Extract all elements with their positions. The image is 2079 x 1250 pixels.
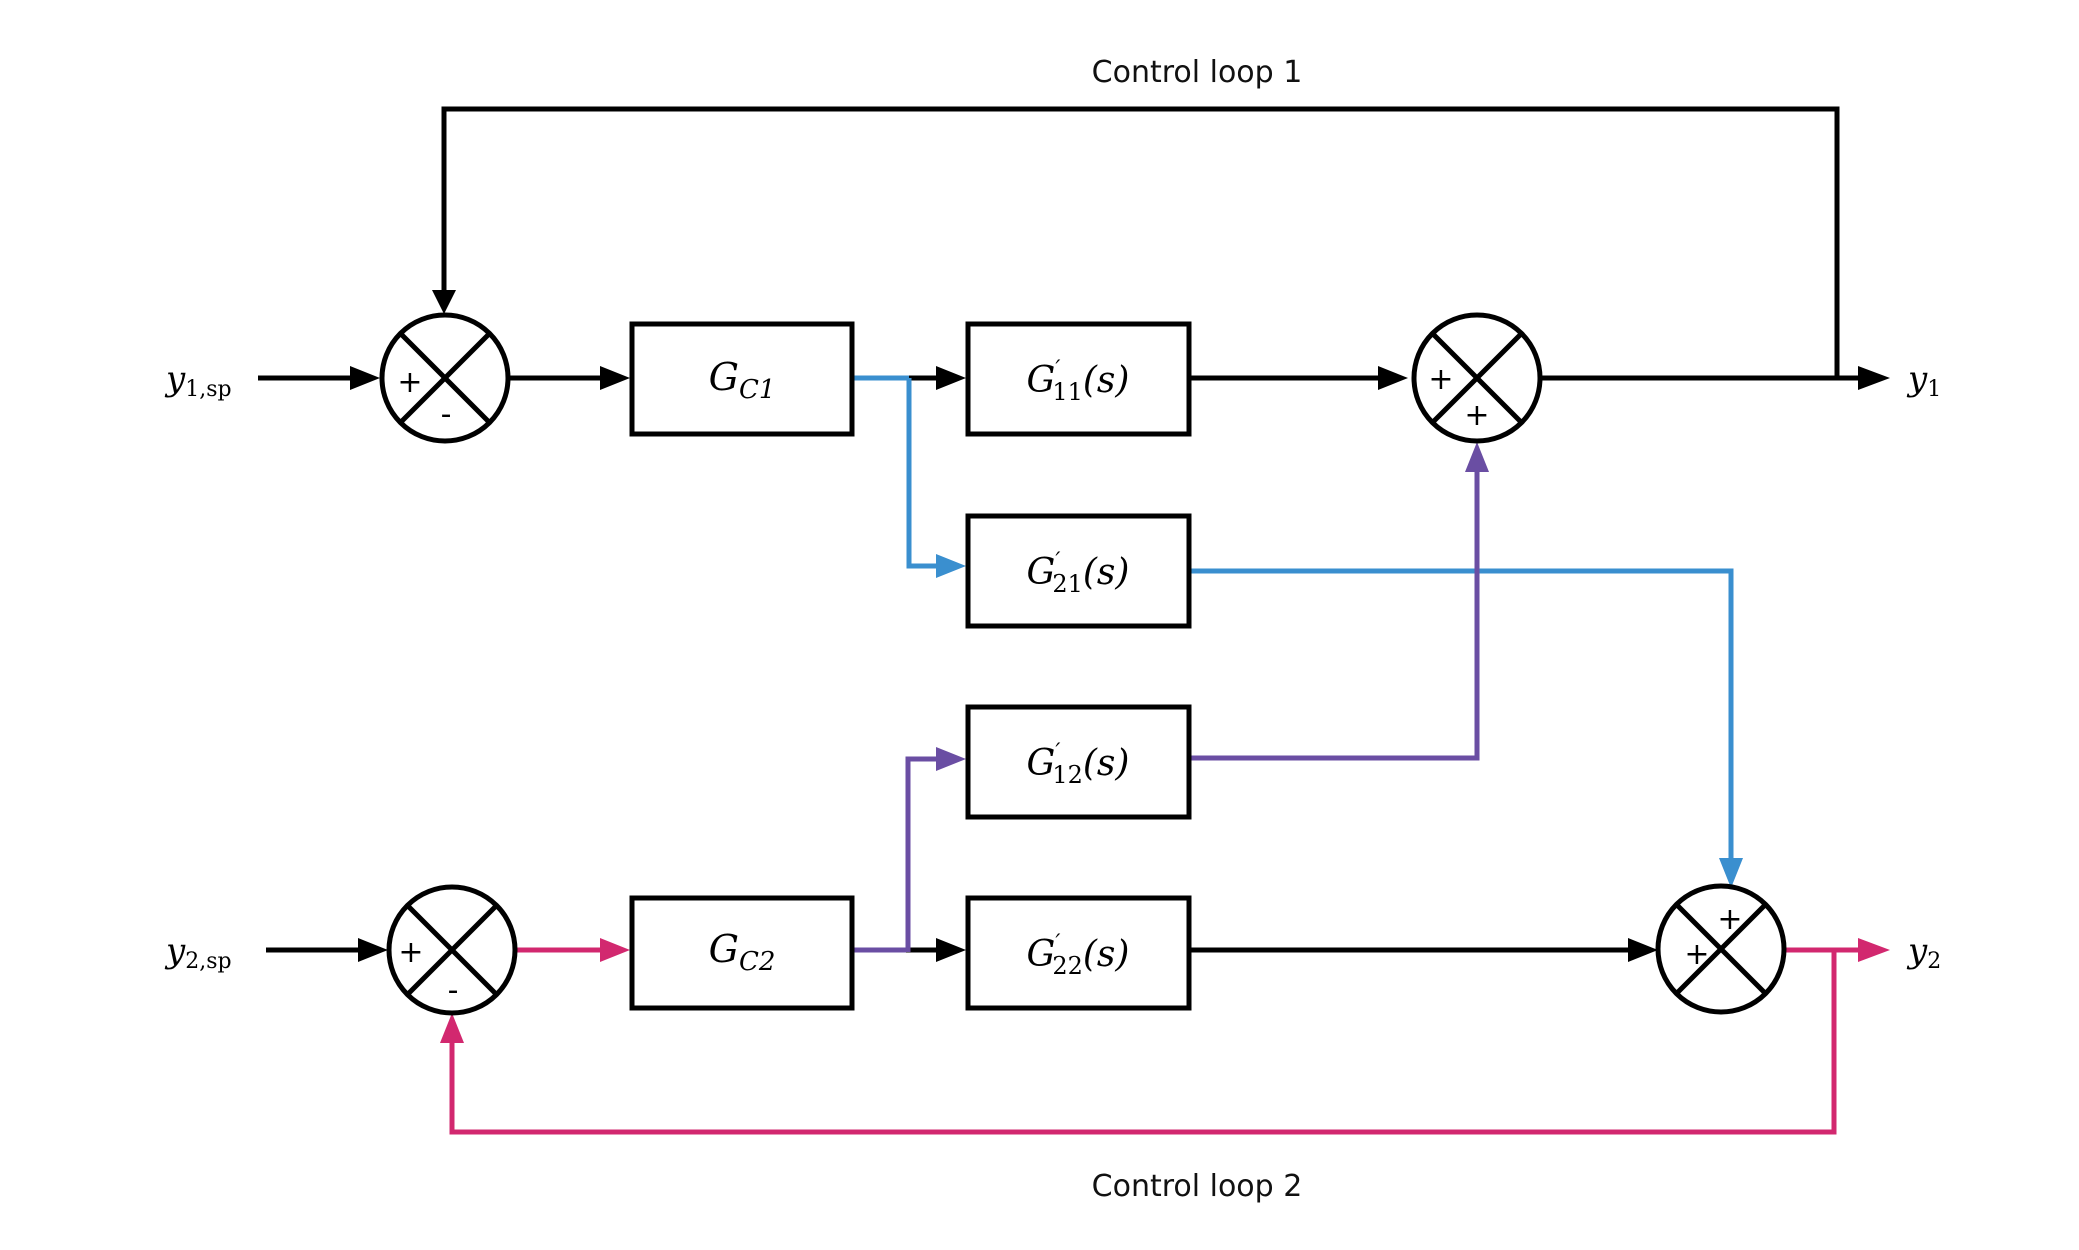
g11-to-s2-arrowhead — [1378, 366, 1408, 390]
s2-bottom-sign: + — [1464, 398, 1489, 433]
y2sp-arrowhead — [358, 938, 388, 962]
summing-junction-1[interactable]: + - — [379, 312, 511, 444]
loop1-feedback-arrowhead — [432, 290, 456, 314]
svg-text:GC1: GC1 — [709, 355, 776, 405]
g21-base: G — [1027, 552, 1056, 593]
g12-to-s2-line — [1190, 464, 1480, 761]
summing-junction-4[interactable]: + + — [1655, 883, 1787, 1015]
s3-bottom-sign: - — [448, 973, 459, 1008]
caption-control-loop-1: Control loop 1 — [1092, 55, 1303, 90]
s1-to-gc1-arrowhead — [600, 366, 630, 390]
svg-text:G′22(s): G′22(s) — [1027, 931, 1130, 980]
s2-left-sign: + — [1428, 362, 1453, 397]
block-g22[interactable]: G′22(s) — [965, 895, 1192, 1011]
caption-control-loop-2: Control loop 2 — [1092, 1169, 1303, 1204]
label-y2-setpoint: y2,sp — [164, 931, 232, 974]
g21-prime: ′ — [1055, 549, 1060, 574]
svg-text:G′21(s): G′21(s) — [1027, 549, 1130, 598]
svg-text:GC2: GC2 — [709, 927, 776, 977]
gc1-to-g11-arrowhead — [936, 366, 966, 390]
loop1-feedback-line — [441, 106, 1840, 378]
g21-sub: 21 — [1052, 570, 1083, 598]
block-gc1[interactable]: GC1 — [629, 321, 855, 437]
g11-sub: 11 — [1052, 378, 1083, 406]
loop2-feedback-arrowhead — [440, 1013, 464, 1043]
y2-base: y — [1906, 931, 1928, 971]
g22-arg: (s) — [1083, 934, 1130, 975]
y1sp-sub: 1,sp — [185, 377, 231, 402]
s4-top-sign: + — [1717, 902, 1742, 937]
loop2-feedback-line — [449, 950, 1837, 1135]
gc2-to-g12-line — [905, 756, 946, 952]
g22-prime: ′ — [1055, 931, 1060, 956]
y2sp-sub: 2,sp — [185, 949, 231, 974]
gc2-to-g22-arrowhead — [936, 938, 966, 962]
y1sp-base: y — [164, 359, 186, 399]
g12-base: G — [1027, 743, 1056, 784]
y1-base: y — [1906, 359, 1928, 399]
y1sp-arrowhead — [350, 366, 380, 390]
gc1-base: G — [709, 355, 739, 399]
label-y1-setpoint: y1,sp — [164, 359, 232, 402]
g11-arg: (s) — [1083, 360, 1130, 401]
y2-sub: 2 — [1927, 949, 1941, 974]
s4-left-sign: + — [1684, 937, 1709, 972]
y1-arrowhead — [1858, 366, 1890, 390]
s3-to-gc2-arrowhead — [600, 938, 630, 962]
s1-left-sign: + — [397, 365, 422, 400]
g21-arg: (s) — [1083, 552, 1130, 593]
label-y1-output: y1 — [1906, 359, 1941, 402]
g11-base: G — [1027, 360, 1056, 401]
y1-sub: 1 — [1927, 377, 1941, 402]
y2sp-base: y — [164, 931, 186, 971]
s1-bottom-sign: - — [441, 397, 452, 432]
g22-sub: 22 — [1052, 952, 1083, 980]
g12-to-s2-arrowhead — [1465, 442, 1489, 472]
gc2-to-g12-arrowhead — [936, 747, 966, 771]
svg-text:G′12(s): G′12(s) — [1027, 740, 1130, 789]
summing-junction-2[interactable]: + + — [1411, 312, 1543, 444]
g21-to-s4-arrowhead — [1719, 858, 1743, 888]
gc1-to-g21-arrowhead — [936, 554, 966, 578]
y2-arrowhead — [1858, 938, 1890, 962]
g12-arg: (s) — [1083, 743, 1130, 784]
block-gc2[interactable]: GC2 — [629, 895, 855, 1011]
g22-base: G — [1027, 934, 1056, 975]
s3-left-sign: + — [398, 935, 423, 970]
svg-text:G′11(s): G′11(s) — [1027, 357, 1130, 406]
label-y2-output: y2 — [1906, 931, 1941, 974]
block-g12[interactable]: G′12(s) — [965, 704, 1192, 820]
block-g21[interactable]: G′21(s) — [965, 513, 1192, 629]
g11-prime: ′ — [1055, 357, 1060, 382]
g12-sub: 12 — [1052, 761, 1083, 789]
g12-prime: ′ — [1055, 740, 1060, 765]
summing-junction-3[interactable]: + - — [386, 884, 518, 1016]
gc1-sub: C1 — [739, 375, 775, 405]
gc2-base: G — [709, 927, 739, 971]
g22-to-s4-arrowhead — [1628, 938, 1658, 962]
gc2-sub: C2 — [739, 947, 775, 977]
block-g11[interactable]: G′11(s) — [965, 321, 1192, 437]
gc1-to-g21-line — [906, 378, 946, 569]
g21-to-s4-line — [1190, 568, 1734, 866]
